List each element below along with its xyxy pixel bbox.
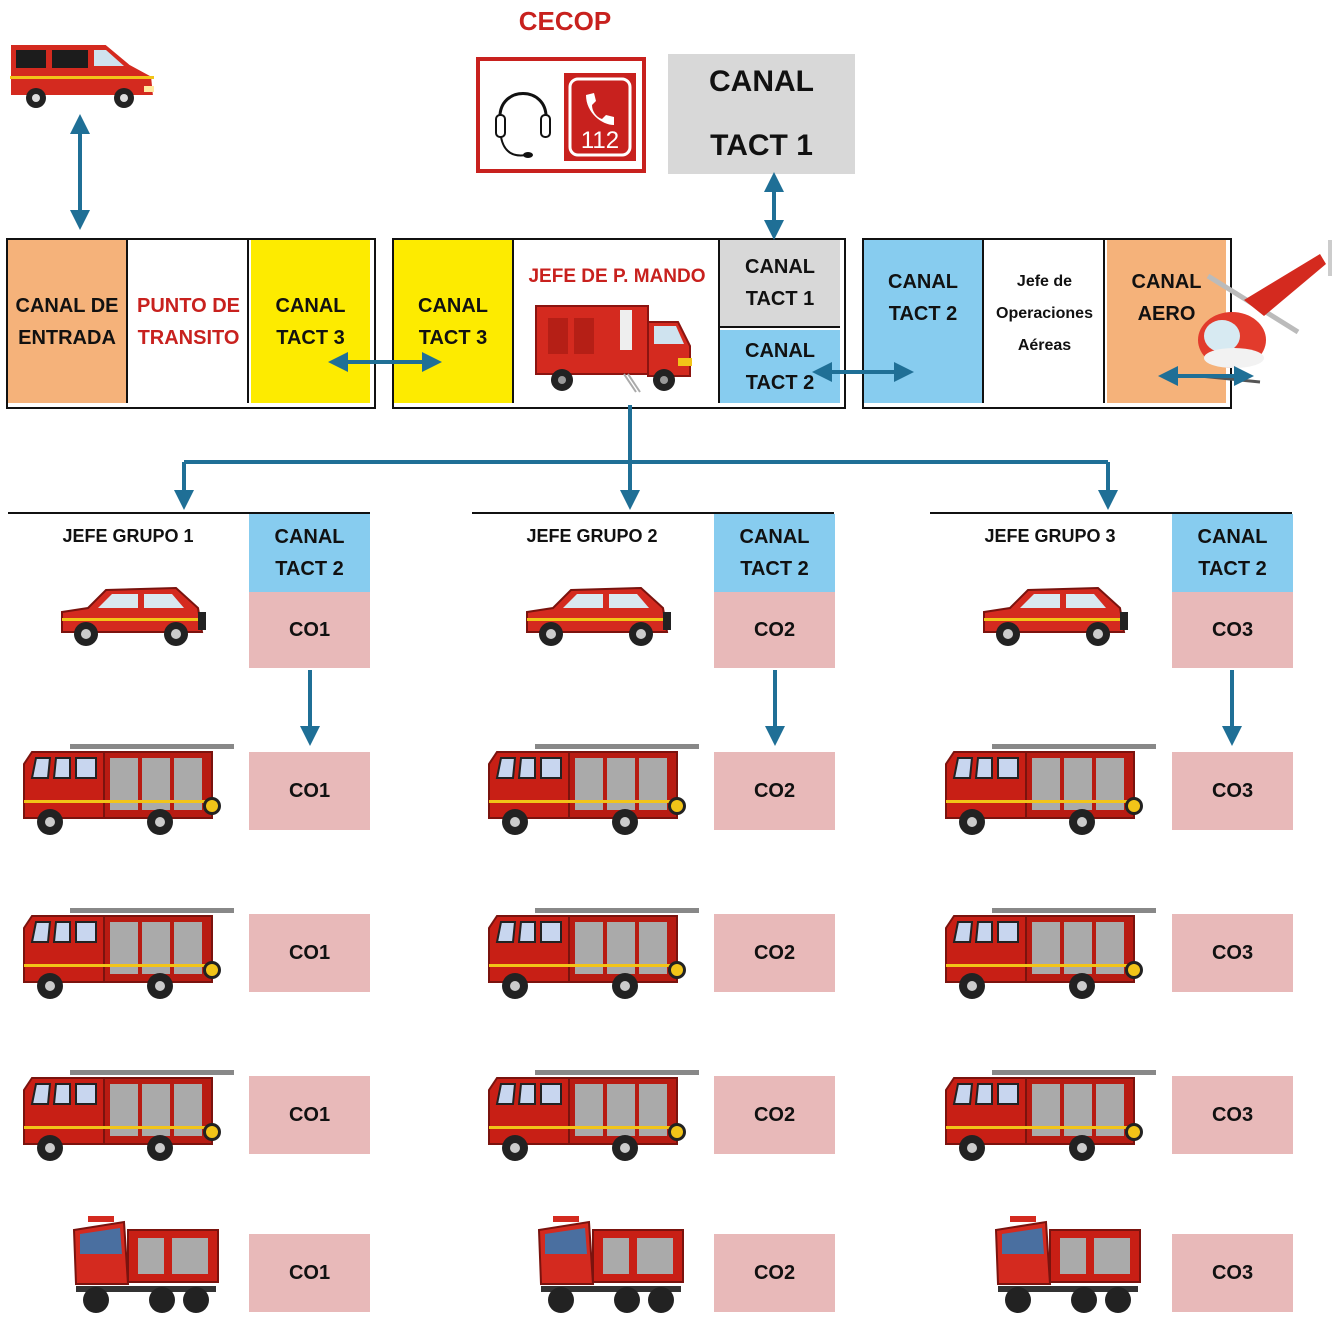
fire-engine-icon — [942, 908, 1158, 1005]
jefe-aereas-line1: Jefe de — [1016, 273, 1073, 290]
cecop-canal-tact1: CANAL TACT 1 — [668, 54, 855, 174]
group-3-unit-2-co: CO3 — [1172, 914, 1293, 992]
group-1-canal-line2: TACT 2 — [275, 558, 344, 580]
canal-entrada-line1: CANAL DE — [15, 294, 119, 317]
canal-entrada-line2: ENTRADA — [18, 326, 116, 349]
fire-engine-icon — [942, 1070, 1158, 1167]
center-row — [392, 238, 846, 409]
cecop-title: CECOP — [518, 6, 612, 36]
fire-engine-icon — [485, 908, 701, 1005]
jefe-mando-cell: JEFE DE P. MANDO — [516, 240, 720, 403]
right-canal-tact2-line2: TACT 2 — [888, 303, 958, 325]
suv-icon — [980, 582, 1130, 653]
left-canal-tact3: CANAL TACT 3 — [251, 240, 370, 403]
center-canal-tact3-line2: TACT 3 — [418, 326, 488, 349]
group-2-title: JEFE GRUPO 2 — [526, 526, 658, 546]
punto-transito-line1: PUNTO DE — [137, 294, 240, 317]
center-canal-tact2: CANAL TACT 2 — [720, 330, 840, 403]
tanker-truck-icon — [990, 1214, 1144, 1319]
tanker-truck-icon — [533, 1214, 687, 1319]
group-2-canal: CANAL TACT 2 — [714, 514, 835, 592]
left-row — [6, 238, 376, 409]
canal-entrada: CANAL DE ENTRADA — [8, 240, 128, 403]
jefe-aereas-line3: Aéreas — [1017, 337, 1072, 354]
tanker-truck-icon — [68, 1214, 222, 1319]
left-canal-tact3-line2: TACT 3 — [276, 326, 345, 349]
suv-icon — [58, 582, 208, 653]
jefe-mando-label: JEFE DE P. MANDO — [528, 266, 706, 287]
ambulance-van-icon — [9, 43, 156, 108]
group-1-unit-4-co: CO1 — [249, 1234, 370, 1312]
fire-engine-icon — [485, 744, 701, 841]
center-canal-tact2-line1: CANAL — [745, 339, 815, 362]
group-2-unit-2-co: CO2 — [714, 914, 835, 992]
group-2-canal-line2: TACT 2 — [740, 558, 809, 580]
left-canal-tact3-line1: CANAL — [275, 294, 346, 317]
punto-transito: PUNTO DE TRANSITO — [130, 240, 249, 403]
group-1-canal-line1: CANAL — [274, 526, 345, 548]
group-2-unit-1-co: CO2 — [714, 752, 835, 830]
group-1-title: JEFE GRUPO 1 — [62, 526, 194, 546]
center-canal-tact3-line1: CANAL — [418, 294, 488, 317]
center-canal-tact2-line2: TACT 2 — [745, 371, 815, 394]
group-1-unit-3-co: CO1 — [249, 1076, 370, 1154]
phone-112-label: 112 — [580, 127, 620, 154]
jefe-operaciones-aereas: Jefe de Operaciones Aéreas — [986, 240, 1105, 403]
group-3-rule — [930, 512, 1292, 514]
cecop-canal-line2: TACT 1 — [710, 129, 813, 162]
phone-112-icon: 112 — [564, 73, 636, 161]
group-1-leader-co: CO1 — [249, 592, 370, 668]
group-1-rule — [8, 512, 370, 514]
group-3-unit-3-co: CO3 — [1172, 1076, 1293, 1154]
cecop-logo-box: 112 — [476, 57, 646, 173]
suv-icon — [523, 582, 673, 653]
group-1-unit-2-co: CO1 — [249, 914, 370, 992]
jefe-aereas-line2: Operaciones — [996, 305, 1093, 322]
group-3-canal-line2: TACT 2 — [1198, 558, 1267, 580]
canal-aero-line1: CANAL — [1131, 271, 1202, 293]
center-canal-tact3: CANAL TACT 3 — [394, 240, 514, 403]
fire-engine-icon — [485, 1070, 701, 1167]
group-3-unit-4-co: CO3 — [1172, 1234, 1293, 1312]
group-3-title: JEFE GRUPO 3 — [984, 526, 1116, 546]
fire-engine-icon — [20, 908, 236, 1005]
group-3-leader-co: CO3 — [1172, 592, 1293, 668]
group-3-unit-1-co: CO3 — [1172, 752, 1293, 830]
group-2-unit-3-co: CO2 — [714, 1076, 835, 1154]
fire-engine-icon — [942, 744, 1158, 841]
command-truck-icon — [535, 305, 692, 393]
group-3-canal: CANAL TACT 2 — [1172, 514, 1293, 592]
fire-engine-icon — [20, 1070, 236, 1167]
group-3-canal-line1: CANAL — [1197, 526, 1268, 548]
group-2-canal-line1: CANAL — [739, 526, 810, 548]
helicopter-icon — [1198, 240, 1332, 384]
group-2-rule — [472, 512, 834, 514]
headset-icon — [495, 92, 551, 158]
group-2-unit-4-co: CO2 — [714, 1234, 835, 1312]
cecop-canal-line1: CANAL — [709, 65, 814, 98]
center-canal-tact1-line2: TACT 1 — [745, 288, 815, 310]
fire-engine-icon — [20, 744, 236, 841]
canal-aero-line2: AERO — [1137, 303, 1196, 325]
group-2-leader-co: CO2 — [714, 592, 835, 668]
right-canal-tact2-line1: CANAL — [888, 271, 958, 293]
center-canal-tact1-line1: CANAL — [745, 256, 815, 278]
group-1-canal: CANAL TACT 2 — [249, 514, 370, 592]
group-1-unit-1-co: CO1 — [249, 752, 370, 830]
punto-transito-line2: TRANSITO — [137, 326, 240, 349]
center-canal-tact1: CANAL TACT 1 — [720, 240, 840, 328]
tree-connector — [184, 405, 1108, 464]
